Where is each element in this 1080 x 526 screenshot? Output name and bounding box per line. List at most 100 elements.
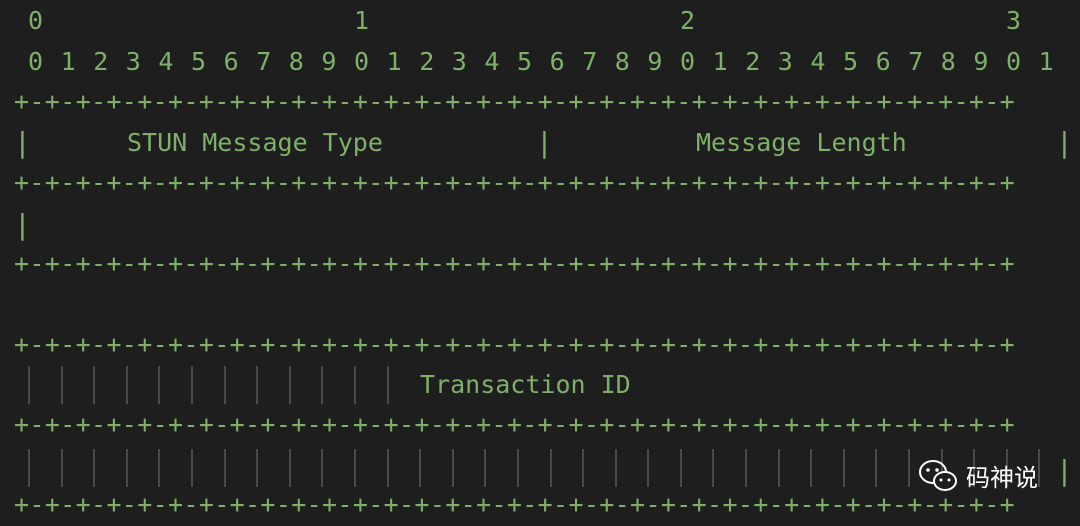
ruler-unit-23: 3 — [777, 47, 793, 76]
row1-right-pipe: | — [1056, 126, 1073, 159]
faint-bar — [321, 366, 324, 404]
ruler-unit-6: 6 — [223, 47, 239, 76]
ruler-unit-29: 9 — [973, 47, 989, 76]
ruler-unit-17: 7 — [582, 47, 598, 76]
faint-bar — [288, 366, 291, 404]
faint-bar — [93, 449, 96, 487]
ruler-unit-10: 0 — [354, 47, 370, 76]
faint-bar — [875, 449, 878, 487]
faint-bar — [93, 366, 96, 404]
ruler-unit-3: 3 — [125, 47, 141, 76]
ruler-unit-26: 6 — [875, 47, 891, 76]
faint-bar — [158, 366, 161, 404]
faint-bar — [158, 449, 161, 487]
ruler-unit-27: 7 — [908, 47, 924, 76]
faint-bar — [484, 449, 487, 487]
transaction-row-bars — [28, 366, 419, 404]
faint-bar — [712, 449, 715, 487]
separator-line-4: +-+-+-+-+-+-+-+-+-+-+-+-+-+-+-+-+-+-+-+-… — [14, 330, 1016, 359]
separator-line-2: +-+-+-+-+-+-+-+-+-+-+-+-+-+-+-+-+-+-+-+-… — [14, 168, 1016, 197]
ruler-unit-12: 2 — [419, 47, 435, 76]
ruler-unit-4: 4 — [158, 47, 174, 76]
faint-bar — [908, 449, 911, 487]
message-length-label: Message Length — [696, 128, 907, 157]
faint-bar — [190, 366, 193, 404]
faint-bar — [190, 449, 193, 487]
ruler-unit-20: 0 — [680, 47, 696, 76]
faint-bar — [321, 449, 324, 487]
ruler-unit-8: 8 — [288, 47, 304, 76]
ruler-unit-16: 6 — [549, 47, 565, 76]
faint-bar — [256, 449, 259, 487]
ruler-unit-2: 2 — [93, 47, 109, 76]
ruler-unit-24: 4 — [810, 47, 826, 76]
faint-bar — [60, 366, 63, 404]
faint-bar — [549, 449, 552, 487]
faint-bar — [1005, 449, 1008, 487]
faint-bar — [940, 449, 943, 487]
faint-bar — [745, 449, 748, 487]
row5-right-pipe: | — [1056, 454, 1073, 487]
faint-bar — [386, 449, 389, 487]
separator-line-1: +-+-+-+-+-+-+-+-+-+-+-+-+-+-+-+-+-+-+-+-… — [14, 87, 1016, 116]
faint-bar — [223, 366, 226, 404]
faint-bar — [516, 449, 519, 487]
ruler-unit-14: 4 — [484, 47, 500, 76]
faint-bar — [125, 449, 128, 487]
separator-line-6: +-+-+-+-+-+-+-+-+-+-+-+-+-+-+-+-+-+-+-+-… — [14, 490, 1016, 519]
separator-line-3: +-+-+-+-+-+-+-+-+-+-+-+-+-+-+-+-+-+-+-+-… — [14, 249, 1016, 278]
faint-bar — [810, 449, 813, 487]
ruler-unit-25: 5 — [843, 47, 859, 76]
faint-bar — [288, 449, 291, 487]
ruler-tens-3: 3 — [1006, 6, 1022, 35]
ruler-unit-11: 1 — [386, 47, 402, 76]
ruler-unit-9: 9 — [321, 47, 337, 76]
ruler-unit-22: 2 — [745, 47, 761, 76]
ruler-unit-28: 8 — [940, 47, 956, 76]
faint-bar — [451, 449, 454, 487]
ruler-unit-5: 5 — [191, 47, 207, 76]
ruler-tens-2: 2 — [680, 6, 696, 35]
transaction-id-label: Transaction ID — [420, 370, 631, 399]
row1-left-pipe: | — [14, 126, 31, 159]
ruler-unit-31: 1 — [1038, 47, 1054, 76]
faint-bar — [679, 449, 682, 487]
faint-bar — [973, 449, 976, 487]
ruler-unit-13: 3 — [451, 47, 467, 76]
ruler-unit-15: 5 — [517, 47, 533, 76]
faint-bar — [842, 449, 845, 487]
separator-line-5: +-+-+-+-+-+-+-+-+-+-+-+-+-+-+-+-+-+-+-+-… — [14, 410, 1016, 439]
ruler-tens-0: 0 — [28, 6, 44, 35]
faint-bar — [647, 449, 650, 487]
faint-bar — [60, 449, 63, 487]
ruler-unit-21: 1 — [712, 47, 728, 76]
faint-bar — [256, 366, 259, 404]
row2-left-pipe: | — [14, 208, 31, 241]
faint-bar — [28, 449, 30, 487]
ruler-tens-1: 1 — [354, 6, 370, 35]
faint-bar — [386, 366, 389, 404]
ruler-unit-19: 9 — [647, 47, 663, 76]
ruler-unit-7: 7 — [256, 47, 272, 76]
row1-mid-pipe: | — [536, 126, 553, 159]
faint-bar — [353, 366, 356, 404]
ruler-unit-30: 0 — [1006, 47, 1022, 76]
faint-bar — [125, 366, 128, 404]
ruler-unit-18: 8 — [614, 47, 630, 76]
faint-bar — [777, 449, 780, 487]
faint-bar — [353, 449, 356, 487]
faint-bar — [223, 449, 226, 487]
faint-bar — [419, 449, 422, 487]
wechat-icon — [919, 459, 957, 491]
stun-message-type-label: STUN Message Type — [127, 128, 383, 157]
watermark-text: 码神说 — [966, 464, 1038, 492]
ruler-unit-1: 1 — [60, 47, 76, 76]
transaction-row-2-bars — [28, 449, 1071, 487]
faint-bar — [1038, 449, 1041, 487]
faint-bar — [582, 449, 585, 487]
watermark: 码神说 — [918, 458, 1038, 493]
ruler-unit-0: 0 — [28, 47, 44, 76]
faint-bar — [614, 449, 617, 487]
faint-bar — [28, 366, 30, 404]
